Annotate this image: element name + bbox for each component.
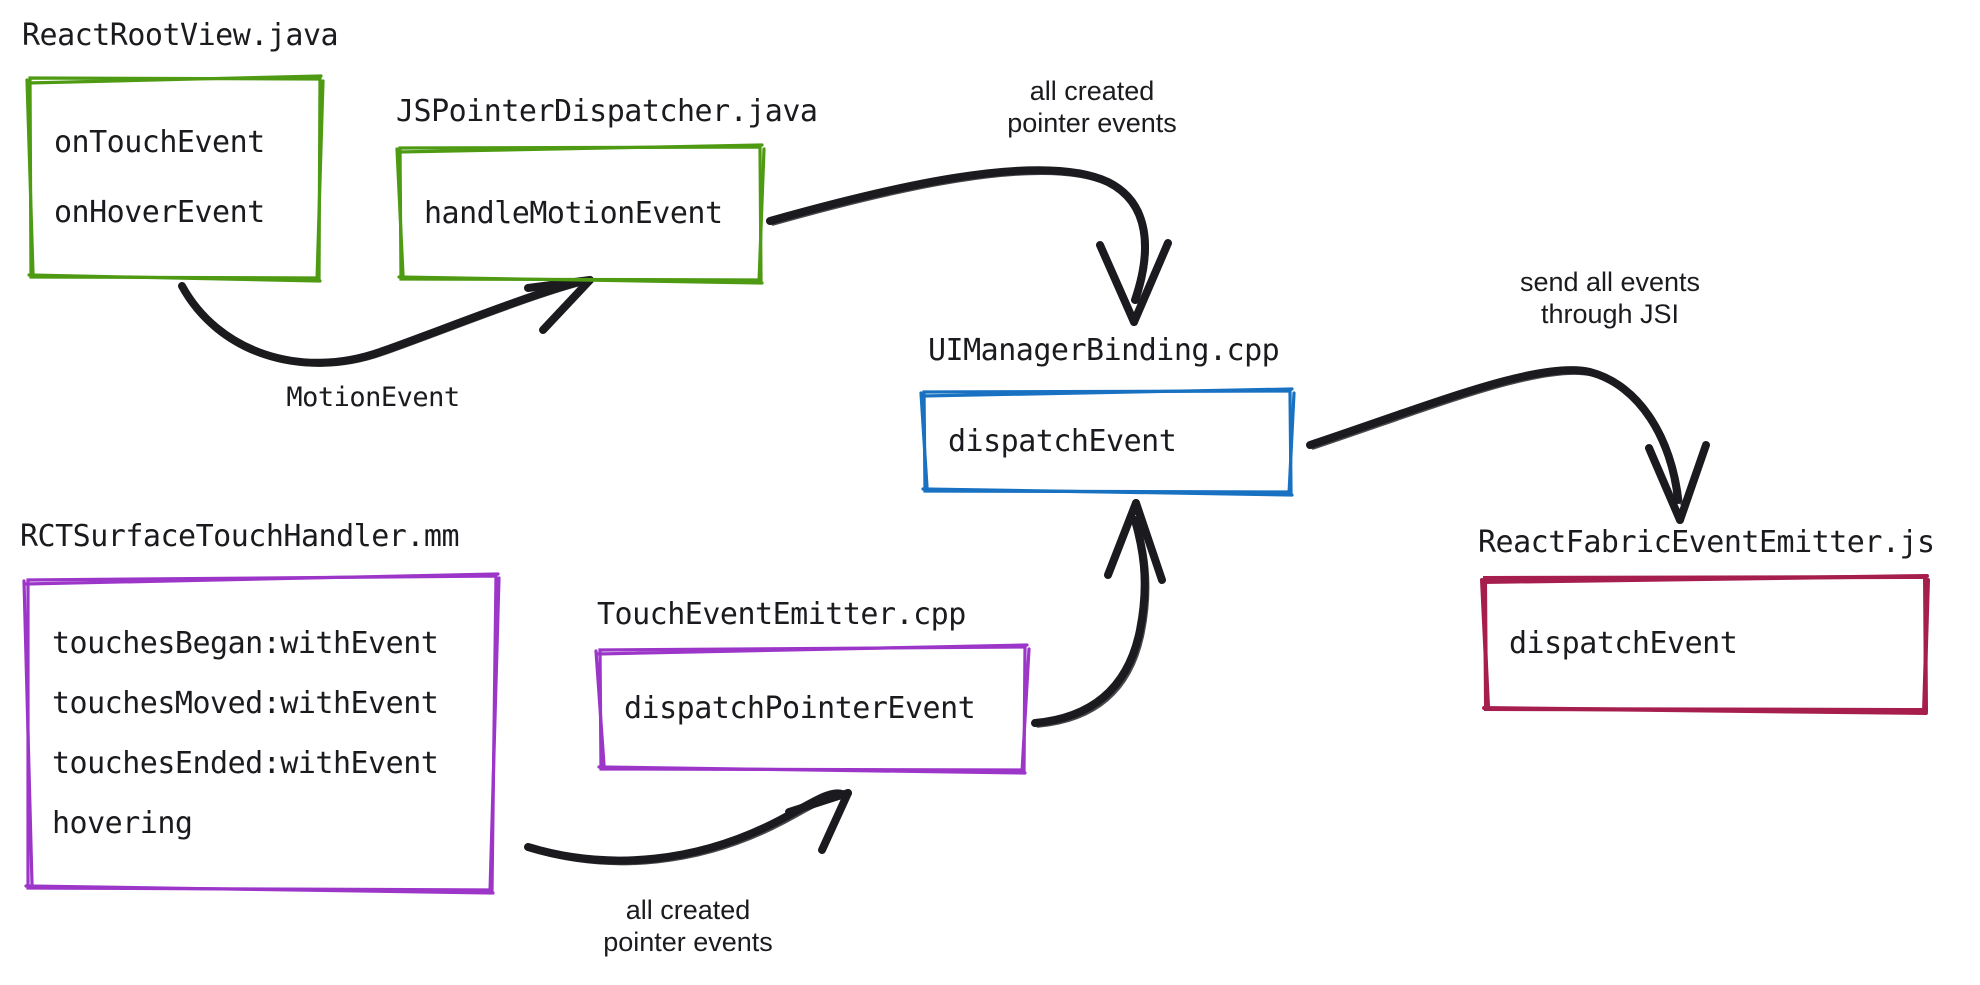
node-lines-js-pointer-dispatcher: handleMotionEvent: [400, 148, 760, 280]
arrow-jsi-events: [1306, 366, 1710, 524]
node-js-pointer-dispatcher[interactable]: handleMotionEvent: [395, 143, 766, 285]
node-react-fabric-event-emitter[interactable]: dispatchEvent: [1480, 574, 1930, 715]
node-ui-manager-binding[interactable]: dispatchEvent: [919, 387, 1296, 497]
edge-label-jsi-events: send all events through JSI: [1519, 267, 1701, 329]
node-lines-ui-manager-binding: dispatchEvent: [924, 392, 1290, 492]
file-label-react-fabric-event-emitter: ReactFabricEventEmitter.js: [1478, 525, 1935, 560]
file-label-rct-surface-touch-handler: RCTSurfaceTouchHandler.mm: [20, 519, 460, 554]
node-lines-touch-event-emitter: dispatchPointerEvent: [600, 648, 1025, 770]
node-line: onTouchEvent: [54, 125, 265, 160]
node-lines-react-fabric-event-emitter: dispatchEvent: [1485, 578, 1925, 710]
node-line: dispatchEvent: [948, 424, 1177, 459]
file-label-js-pointer-dispatcher: JSPointerDispatcher.java: [396, 94, 818, 129]
file-label-ui-manager-binding: UIManagerBinding.cpp: [928, 333, 1280, 368]
node-lines-react-root-view: onTouchEvent onHoverEvent: [30, 78, 320, 278]
edge-label-ios-pointer-events: all created pointer events: [603, 895, 773, 957]
node-line: touchesEnded:withEvent: [52, 746, 439, 781]
node-line: handleMotionEvent: [424, 196, 723, 231]
node-line: dispatchPointerEvent: [624, 691, 976, 726]
node-lines-rct-surface-touch-handler: touchesBegan:withEvent touchesMoved:with…: [28, 578, 496, 890]
node-react-root-view[interactable]: onTouchEvent onHoverEvent: [25, 74, 325, 283]
file-label-touch-event-emitter: TouchEventEmitter.cpp: [597, 597, 966, 632]
node-line: touchesMoved:withEvent: [52, 686, 439, 721]
arrow-emitter-to-binding: [1031, 499, 1166, 728]
node-line: hovering: [52, 806, 193, 841]
node-rct-surface-touch-handler[interactable]: touchesBegan:withEvent touchesMoved:with…: [22, 572, 501, 895]
node-line: dispatchEvent: [1509, 626, 1738, 661]
node-touch-event-emitter[interactable]: dispatchPointerEvent: [594, 643, 1031, 775]
arrow-android-pointer-events: [766, 166, 1172, 326]
node-line: onHoverEvent: [54, 195, 265, 230]
arrow-motion-event: [178, 276, 594, 367]
file-label-react-root-view: ReactRootView.java: [22, 18, 339, 53]
node-line: touchesBegan:withEvent: [52, 626, 439, 661]
edge-label-android-pointer-events: all created pointer events: [1007, 76, 1177, 138]
arrow-ios-pointer-events: [524, 789, 852, 866]
edge-label-motion-event: MotionEvent: [286, 382, 460, 413]
